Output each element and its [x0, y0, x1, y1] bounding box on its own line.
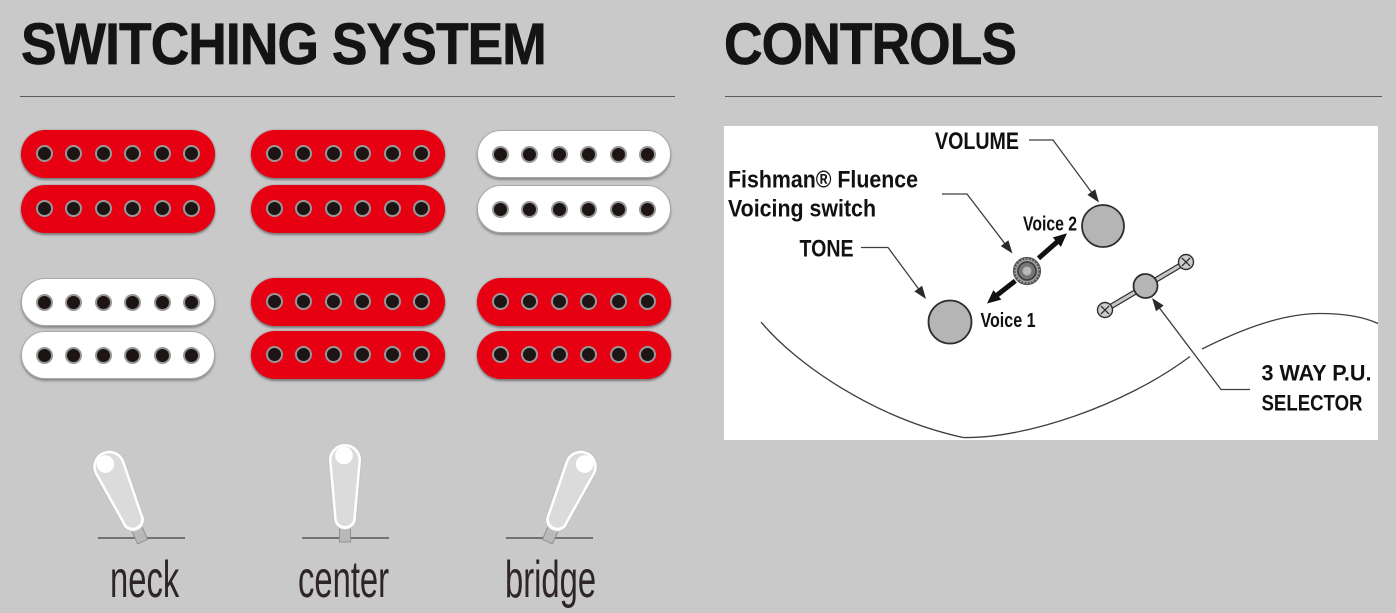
- svg-text:Voicing switch: Voicing switch: [728, 196, 876, 223]
- svg-text:TONE: TONE: [800, 236, 854, 263]
- svg-text:Fishman® Fluence: Fishman® Fluence: [728, 167, 918, 194]
- svg-text:3 WAY P.U.: 3 WAY P.U.: [1262, 361, 1372, 386]
- svg-text:VOLUME: VOLUME: [935, 128, 1019, 155]
- svg-text:Voice 1: Voice 1: [981, 310, 1036, 332]
- svg-text:Voice 2: Voice 2: [1023, 214, 1077, 236]
- svg-text:SELECTOR: SELECTOR: [1262, 391, 1363, 416]
